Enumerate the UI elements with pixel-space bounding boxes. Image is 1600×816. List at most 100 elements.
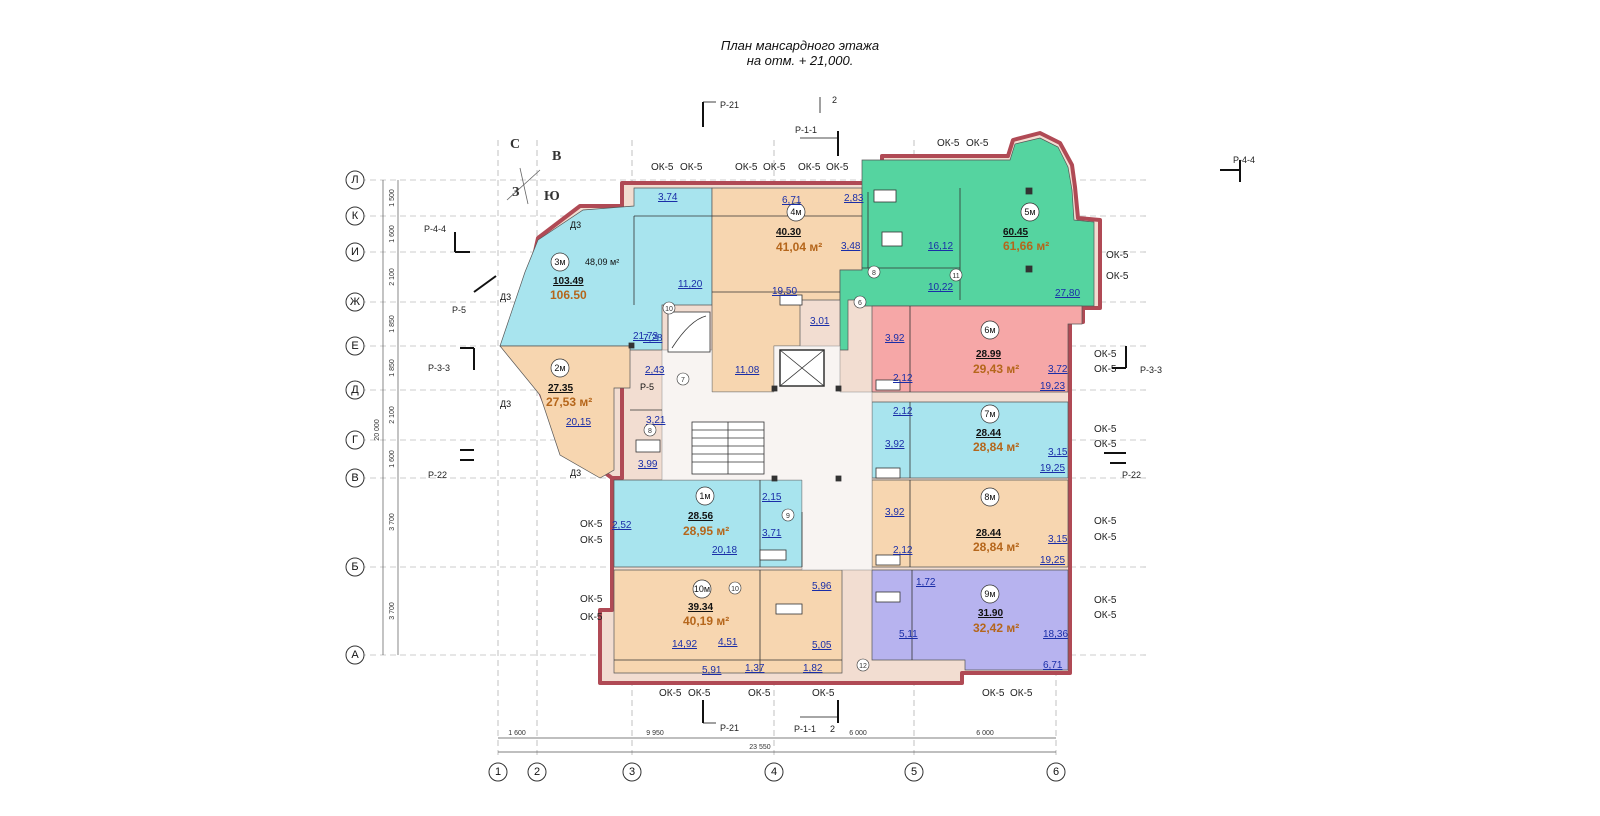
- apartment-1m: 1м 28.56 28,95 м² 2,52 20,18 2,15 3,71: [612, 486, 782, 556]
- axis-col-label: 3: [629, 766, 635, 778]
- axis-bubble-row: Л: [345, 170, 365, 190]
- axis-col-label: 6: [1053, 766, 1059, 778]
- room-area: 19,25: [1040, 463, 1065, 474]
- zone-apartment-10m: [613, 569, 843, 674]
- axis-bubble-row: В: [345, 468, 365, 488]
- zone-apartment-2m: [499, 345, 631, 479]
- room-area: 6,71: [782, 195, 802, 206]
- window-label: ОК-5: [680, 162, 703, 173]
- section-label: Р-21: [720, 723, 739, 733]
- apartment-total-area: 28,95 м²: [683, 524, 729, 538]
- axis-bubble-row: К: [345, 206, 365, 226]
- room-area: 6,71: [1043, 660, 1063, 671]
- axis-row-label: Е: [351, 340, 358, 352]
- section-marks: [454, 97, 1241, 724]
- left-dimension-chain: 1 500 1 600 2 100 1 850 1 850 2 100 1 60…: [374, 180, 399, 655]
- dim-row-7: 1 600: [389, 450, 396, 468]
- dim-col-b: 9 950: [646, 730, 664, 737]
- marker-circle: 6: [853, 295, 867, 309]
- apartment-total-area: 32,42 м²: [973, 621, 1019, 635]
- window-label: ОК-5: [580, 535, 603, 546]
- dim-row-5: 1 850: [389, 359, 396, 377]
- apartment-area: 60.45: [1003, 227, 1028, 238]
- room-area: 3,74: [658, 192, 678, 203]
- window-label: ОК-5: [982, 688, 1005, 699]
- apartment-total-area: 41,04 м²: [776, 240, 822, 254]
- dim-row-4: 1 850: [389, 315, 396, 333]
- window-label: ОК-5: [1094, 349, 1117, 360]
- room-area: 5,05: [812, 640, 832, 651]
- apartment-total-area: 28,84 м²: [973, 540, 1019, 554]
- room-area: 18,36: [1043, 629, 1068, 640]
- dim-col-total: 23 550: [749, 744, 771, 751]
- section-label: Р-4-4: [424, 224, 446, 234]
- apartment-area: 28.44: [976, 528, 1001, 539]
- room-area: 4,51: [718, 637, 738, 648]
- window-label: ОК-5: [1094, 595, 1117, 606]
- circled-markers: 6 7 8 8 9 10 10 11 12: [643, 265, 963, 672]
- marker-label: 6: [858, 300, 862, 307]
- axis-bubble-row: И: [345, 242, 365, 262]
- compass-west: З: [512, 185, 519, 200]
- apartment-id: 8м: [984, 492, 995, 502]
- window-label: ОК-5: [580, 594, 603, 605]
- window-label: ОК-5: [1106, 271, 1129, 282]
- window-label: ОК-5: [748, 688, 771, 699]
- room-area: 19,50: [772, 286, 797, 297]
- axis-bubble-row: А: [345, 645, 365, 665]
- dim-row-9: 3 700: [389, 602, 396, 620]
- axis-row-label: В: [351, 472, 358, 484]
- room-area: 3,15: [1048, 534, 1068, 545]
- axis-col-label: 4: [771, 766, 777, 778]
- room-area: 5,91: [702, 665, 722, 676]
- section-mark-labels: Р-21 2 Р-1-1 Р-4-4 Р-4-4 Р-5 Р-3-3 Р-3-3…: [424, 95, 1255, 734]
- window-label: ОК-5: [651, 162, 674, 173]
- apartment-7m: 7м 28.44 28,84 м² 2,12 3,92 19,25 3,15: [885, 404, 1068, 474]
- section-label: Р-3-3: [1140, 365, 1162, 375]
- dim-row-1: 1 500: [389, 189, 396, 207]
- apartment-6m: 6м 28.99 29,43 м² 3,92 2,12 3,72 19,23: [885, 320, 1068, 392]
- axis-row-label: Г: [352, 434, 358, 446]
- section-label: Р-1-1: [794, 724, 816, 734]
- apartment-9m: 9м 31.90 32,42 м² 1,72 5,11 18,36 6,71: [899, 577, 1068, 671]
- dim-col-a: 1 600: [508, 730, 526, 737]
- room-area: 3,92: [885, 439, 905, 450]
- room-area: 3,99: [638, 459, 658, 470]
- window-label: ОК-5: [580, 519, 603, 530]
- marker-label: 10: [731, 586, 739, 593]
- room-area: 1,37: [745, 663, 765, 674]
- apartment-id: 7м: [984, 409, 995, 419]
- apartment-id: 5м: [1024, 207, 1035, 217]
- marker-label: 8: [648, 428, 652, 435]
- room-area: 19,25: [1040, 555, 1065, 566]
- apartment-total-area: 27,53 м²: [546, 395, 592, 409]
- window-label: ОК-5: [688, 688, 711, 699]
- apartment-zones: [499, 137, 1095, 674]
- room-area: 2,52: [612, 520, 632, 531]
- marker-label: 9: [786, 513, 790, 520]
- axis-row-label: К: [352, 210, 359, 222]
- room-area: 20,18: [712, 545, 737, 556]
- window-label: ОК-5: [1106, 250, 1129, 261]
- marker-circle: 8: [867, 265, 881, 279]
- apartment-10m: 10м 39.34 40,19 м² 14,92 4,51 5,96 5,05 …: [672, 579, 832, 676]
- section-label: Р-22: [1122, 470, 1141, 480]
- apartment-2m: 2м 27.35 27,53 м² 20,15 3,21 3,99: [546, 358, 666, 470]
- window-label: ОК-5: [1094, 516, 1117, 527]
- axis-bubble-row: Е: [345, 336, 365, 356]
- section-label: 2: [830, 724, 835, 734]
- door-label: Д3: [570, 220, 581, 230]
- row-axes: Л К И Ж Е Д Г В Б А: [345, 170, 365, 665]
- apartment-id: 10м: [694, 584, 710, 594]
- dim-row-2: 1 600: [389, 225, 396, 243]
- apartment-total-area: 61,66 м²: [1003, 239, 1049, 253]
- apartment-5m: 5м 60.45 61,66 м² 16,12 3,48 10,22 27,80…: [841, 193, 1080, 299]
- section-label: Р-21: [720, 100, 739, 110]
- axis-bubble-col: 5: [904, 762, 924, 782]
- room-area: 2,12: [893, 373, 913, 384]
- apartment-area: 27.35: [548, 383, 573, 394]
- room-area: 2,12: [893, 406, 913, 417]
- room-area: 14,92: [672, 639, 697, 650]
- apartment-area: 31.90: [978, 608, 1003, 619]
